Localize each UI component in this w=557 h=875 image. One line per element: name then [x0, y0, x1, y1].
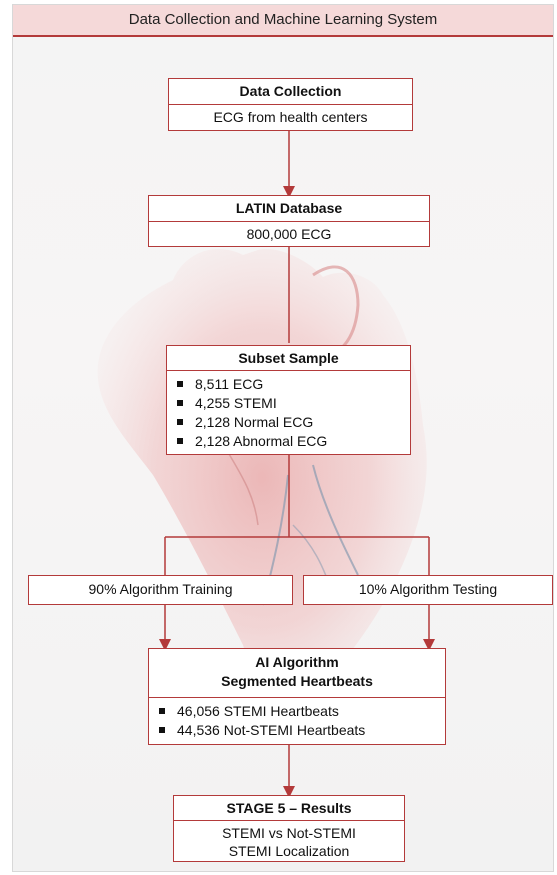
testing-box: 10% Algorithm Testing	[303, 575, 553, 605]
diagram-frame: Data Collection and Machine Learning Sys…	[12, 4, 554, 872]
results-line2: STEMI Localization	[174, 842, 404, 860]
ai-algorithm-box: AI Algorithm Segmented Heartbeats 46,056…	[148, 648, 446, 745]
data-collection-title: Data Collection	[169, 79, 412, 104]
ai-algorithm-list-wrap: 46,056 STEMI Heartbeats 44,536 Not-STEMI…	[149, 697, 445, 740]
latin-database-box: LATIN Database 800,000 ECG	[148, 195, 430, 247]
list-item: 44,536 Not-STEMI Heartbeats	[159, 721, 445, 740]
results-box: STAGE 5 – Results STEMI vs Not-STEMI STE…	[173, 795, 405, 862]
list-item: 2,128 Normal ECG	[177, 413, 410, 432]
data-collection-detail: ECG from health centers	[169, 104, 412, 130]
training-box: 90% Algorithm Training	[28, 575, 293, 605]
ai-algorithm-title: AI Algorithm Segmented Heartbeats	[149, 649, 445, 697]
ai-algorithm-title-line2: Segmented Heartbeats	[149, 672, 445, 691]
list-item: 2,128 Abnormal ECG	[177, 432, 410, 451]
latin-database-detail: 800,000 ECG	[149, 221, 429, 246]
results-line1: STEMI vs Not-STEMI	[174, 824, 404, 842]
subset-sample-box: Subset Sample 8,511 ECG 4,255 STEMI 2,12…	[166, 345, 411, 455]
results-detail: STEMI vs Not-STEMI STEMI Localization	[174, 820, 404, 860]
latin-database-title: LATIN Database	[149, 196, 429, 221]
ai-algorithm-title-line1: AI Algorithm	[149, 653, 445, 672]
data-collection-box: Data Collection ECG from health centers	[168, 78, 413, 131]
list-item: 4,255 STEMI	[177, 394, 410, 413]
subset-sample-list: 8,511 ECG 4,255 STEMI 2,128 Normal ECG 2…	[167, 371, 410, 451]
subset-sample-list-wrap: 8,511 ECG 4,255 STEMI 2,128 Normal ECG 2…	[167, 370, 410, 451]
list-item: 8,511 ECG	[177, 375, 410, 394]
results-title: STAGE 5 – Results	[174, 796, 404, 820]
subset-sample-title: Subset Sample	[167, 346, 410, 370]
ai-algorithm-list: 46,056 STEMI Heartbeats 44,536 Not-STEMI…	[149, 698, 445, 740]
list-item: 46,056 STEMI Heartbeats	[159, 702, 445, 721]
